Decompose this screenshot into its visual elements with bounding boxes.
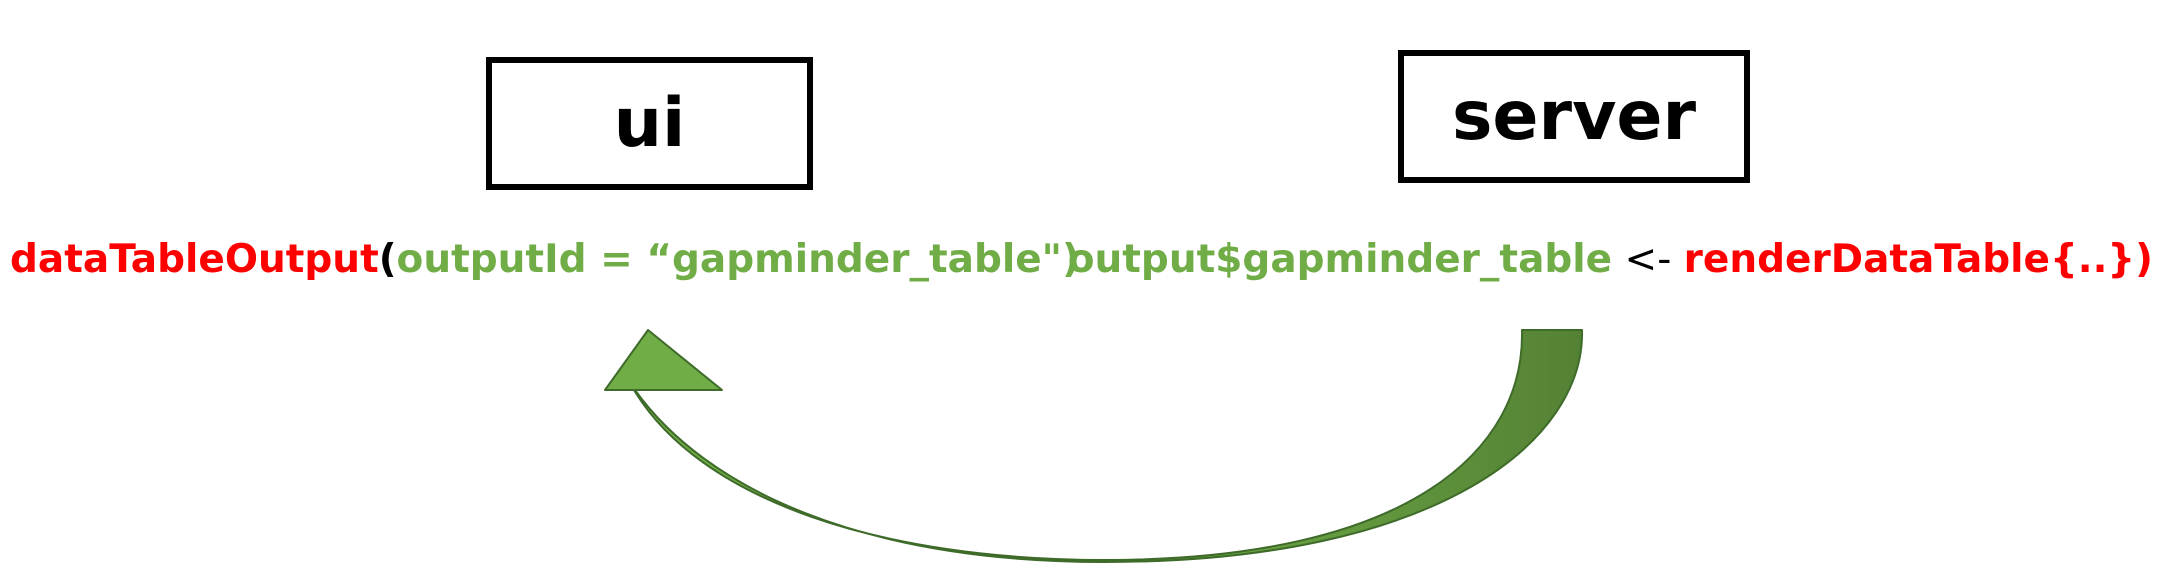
ui-output-id-argument: outputId = “gapminder_table") [396,237,1080,282]
ui-open-paren: ( [378,237,397,282]
ui-function-name: dataTableOutput [10,237,379,282]
server-code-line: output$gapminder_table <- renderDataTabl… [1068,240,2153,279]
ui-label: ui [613,83,686,163]
server-output-ref: output$gapminder_table [1067,237,1613,282]
server-box: server [1398,50,1750,183]
arrow-body [604,329,1584,563]
curved-arrow-shape [605,330,1582,560]
server-render-call: renderDataTable{..}) [1683,237,2153,282]
ui-box: ui [486,57,813,190]
server-assign-operator: <- [1612,237,1684,282]
ui-code-line: dataTableOutput(outputId = “gapminder_ta… [10,240,1080,279]
server-label: server [1451,76,1697,156]
